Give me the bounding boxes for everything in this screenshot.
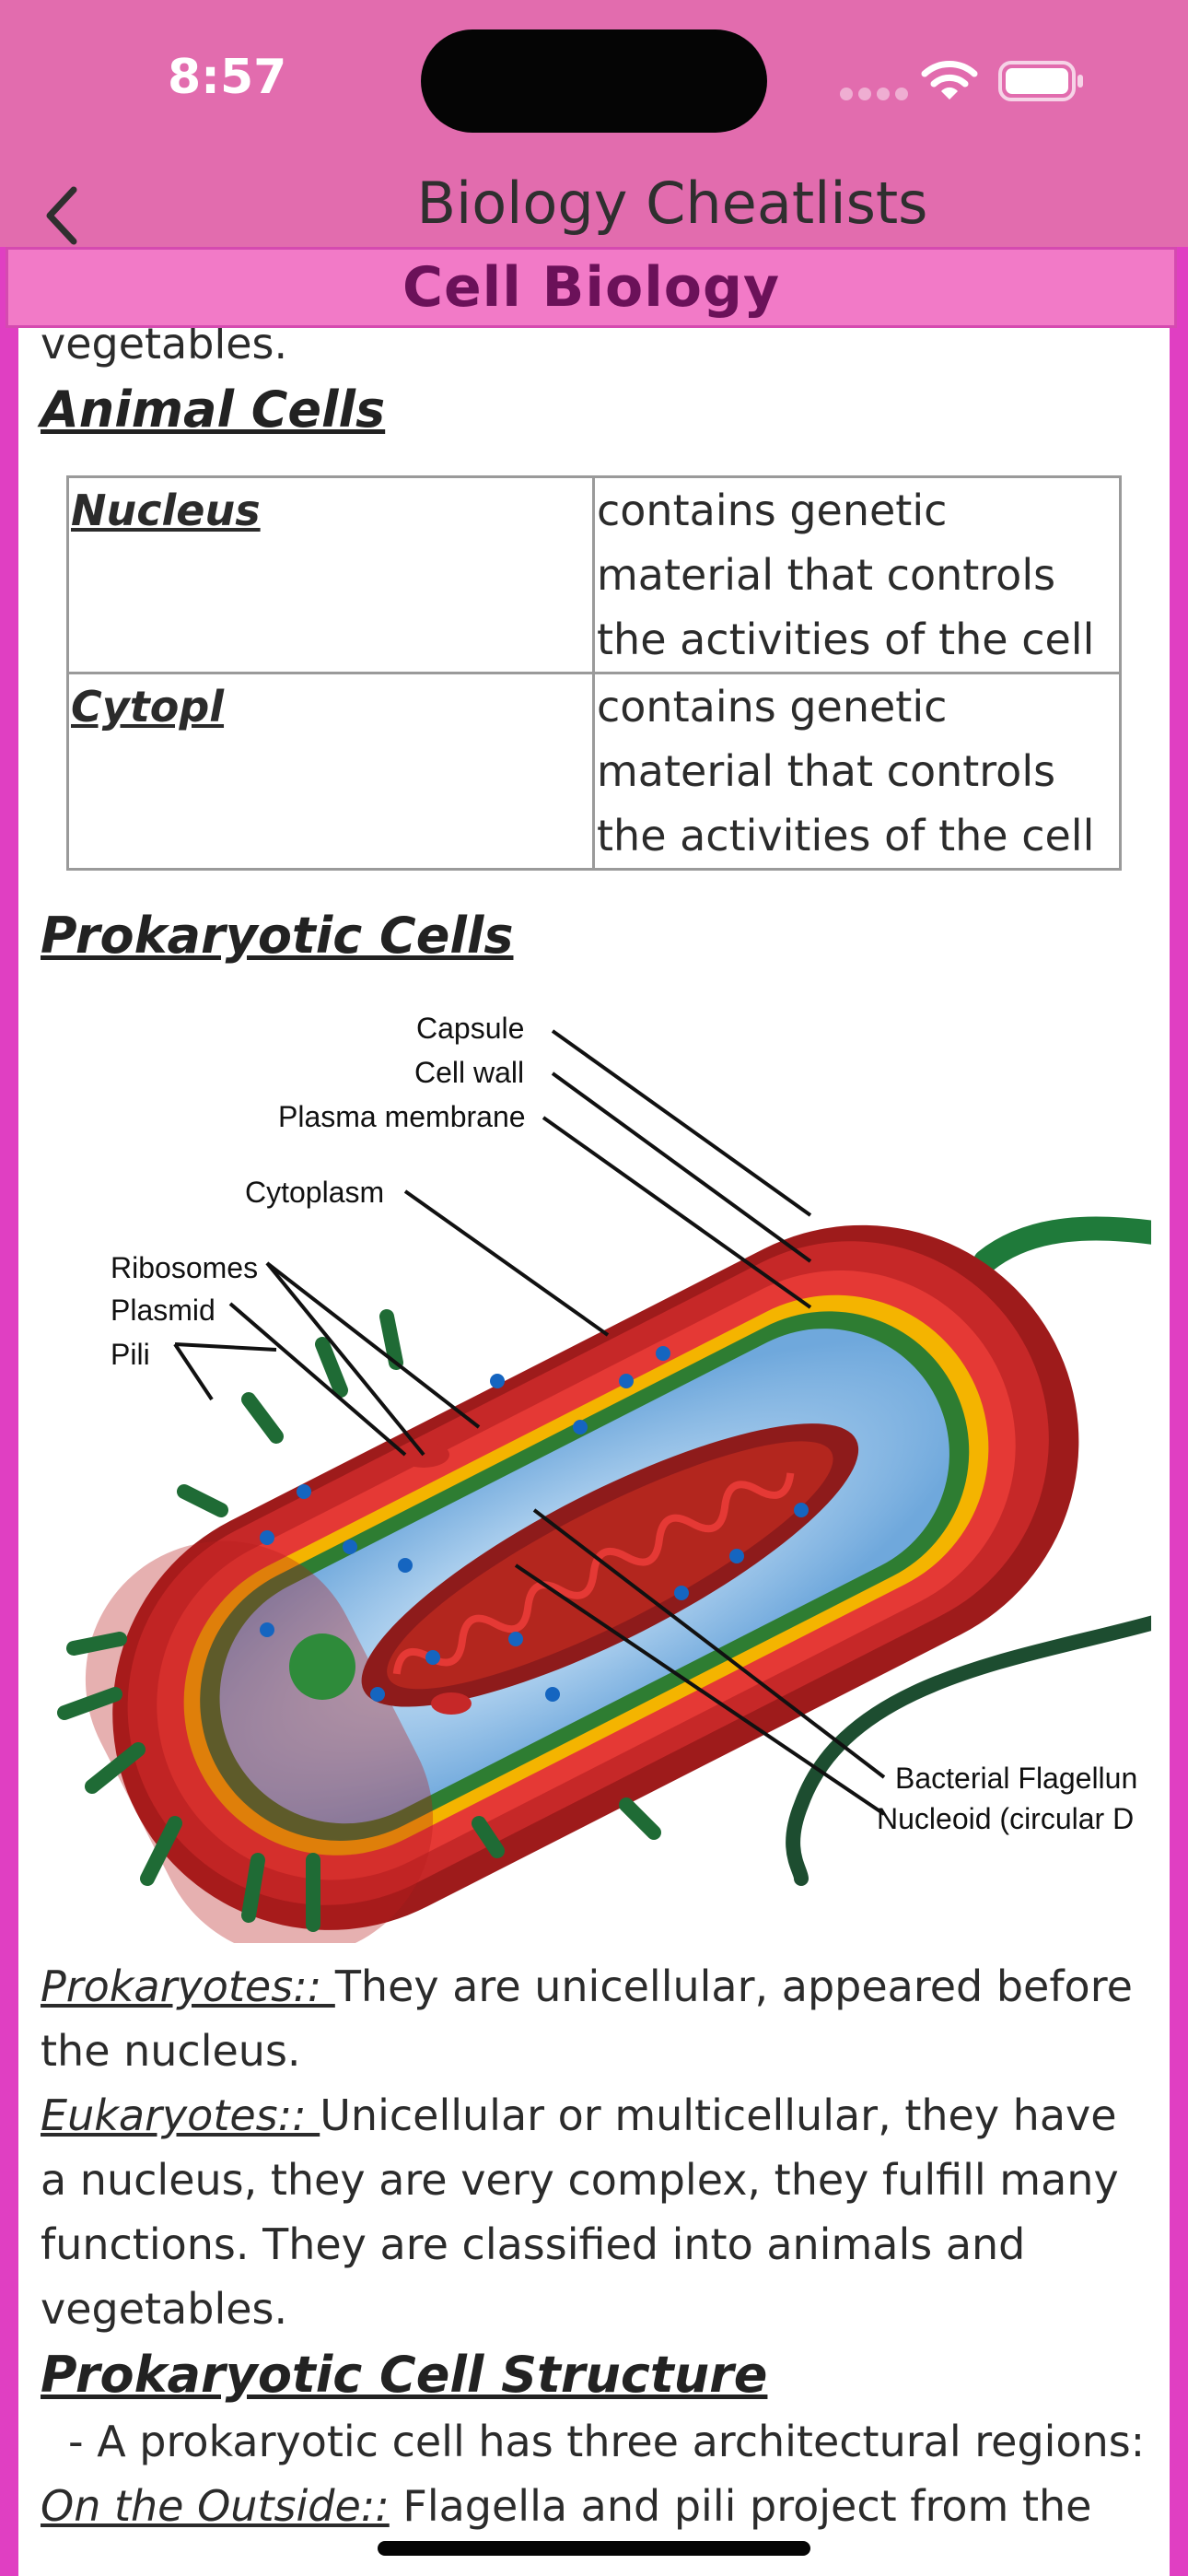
prokaryotic-cell-illustration: Capsule Cell wall Plasma membrane Cytopl… [57,1012,1151,1943]
table-definition-cell: contains genetic material that controls … [592,475,1122,674]
home-indicator [378,2541,810,2556]
text-fragment: vegetables. [41,328,288,369]
chevron-left-icon [46,186,77,245]
diagram-label: Bacterial Flagellun [895,1762,1137,1795]
prokaryotes-paragraph: Prokaryotes:: They are unicellular, appe… [18,1954,1170,2083]
section-title: Cell Biology [402,255,781,320]
prokaryotic-cell-diagram: Capsule Cell wall Plasma membrane Cytopl… [37,994,1151,1943]
diagram-label: Cytoplasm [245,1176,384,1209]
animal-cells-heading: Animal Cells [41,381,386,439]
cellular-signal-icon [840,87,914,104]
flagellum-shape [786,1615,1151,1886]
content-body: vegetables. Animal Cells Nucleus contain… [18,328,1170,2538]
table-term-cell: Nucleus [66,475,595,674]
diagram-label: Plasma membrane [278,1100,526,1133]
diagram-label: Ribosomes [111,1251,258,1284]
status-time: 8:57 [168,50,287,105]
wifi-icon [921,61,978,100]
flagellum-shape [973,1216,1151,1273]
table-term-cell: Cytopl [66,672,595,871]
outside-paragraph: On the Outside:: Flagella and pili proje… [18,2474,1170,2538]
nav-title: Biology Cheatlists [416,170,928,237]
prokaryotic-structure-heading: Prokaryotic Cell Structure [41,2346,768,2404]
diagram-label: Plasmid [111,1294,215,1327]
prokaryotes-text: They are unicellular, appeared before th… [41,1961,1133,2076]
prokaryotic-cells-heading: Prokaryotic Cells [41,907,514,965]
eukaryotes-paragraph: Eukaryotes:: Unicellular or multicellula… [18,2083,1170,2341]
diagram-label: Pili [111,1338,150,1371]
table-definition-cell: contains genetic material that controls … [592,672,1122,871]
animal-cells-table: Nucleus contains genetic material that c… [66,475,1122,871]
diagram-label: Cell wall [414,1056,524,1089]
back-button[interactable] [33,181,88,251]
battery-icon [998,61,1083,101]
dynamic-island [421,29,767,133]
outside-text: Flagella and pili project from the [389,2481,1092,2531]
structure-bullet: - A prokaryotic cell has three architect… [68,2417,1146,2466]
content-scroll-view[interactable]: vegetables. Animal Cells Nucleus contain… [18,328,1170,2576]
diagram-label: Nucleoid (circular D [877,1802,1134,1835]
eukaryotes-term: Eukaryotes:: [41,2090,320,2140]
table-row: Cytopl contains genetic material that co… [66,672,1122,871]
section-header: Cell Biology [6,247,1177,328]
eukaryotes-text: Unicellular or multicellular, they have … [41,2090,1119,2334]
prokaryotes-term: Prokaryotes:: [41,1961,335,2011]
navigation-bar: 8:57 Biology Cheatlists [0,0,1188,247]
diagram-label: Capsule [416,1012,524,1045]
outside-term: On the Outside:: [41,2481,390,2531]
table-row: Nucleus contains genetic material that c… [66,475,1122,674]
